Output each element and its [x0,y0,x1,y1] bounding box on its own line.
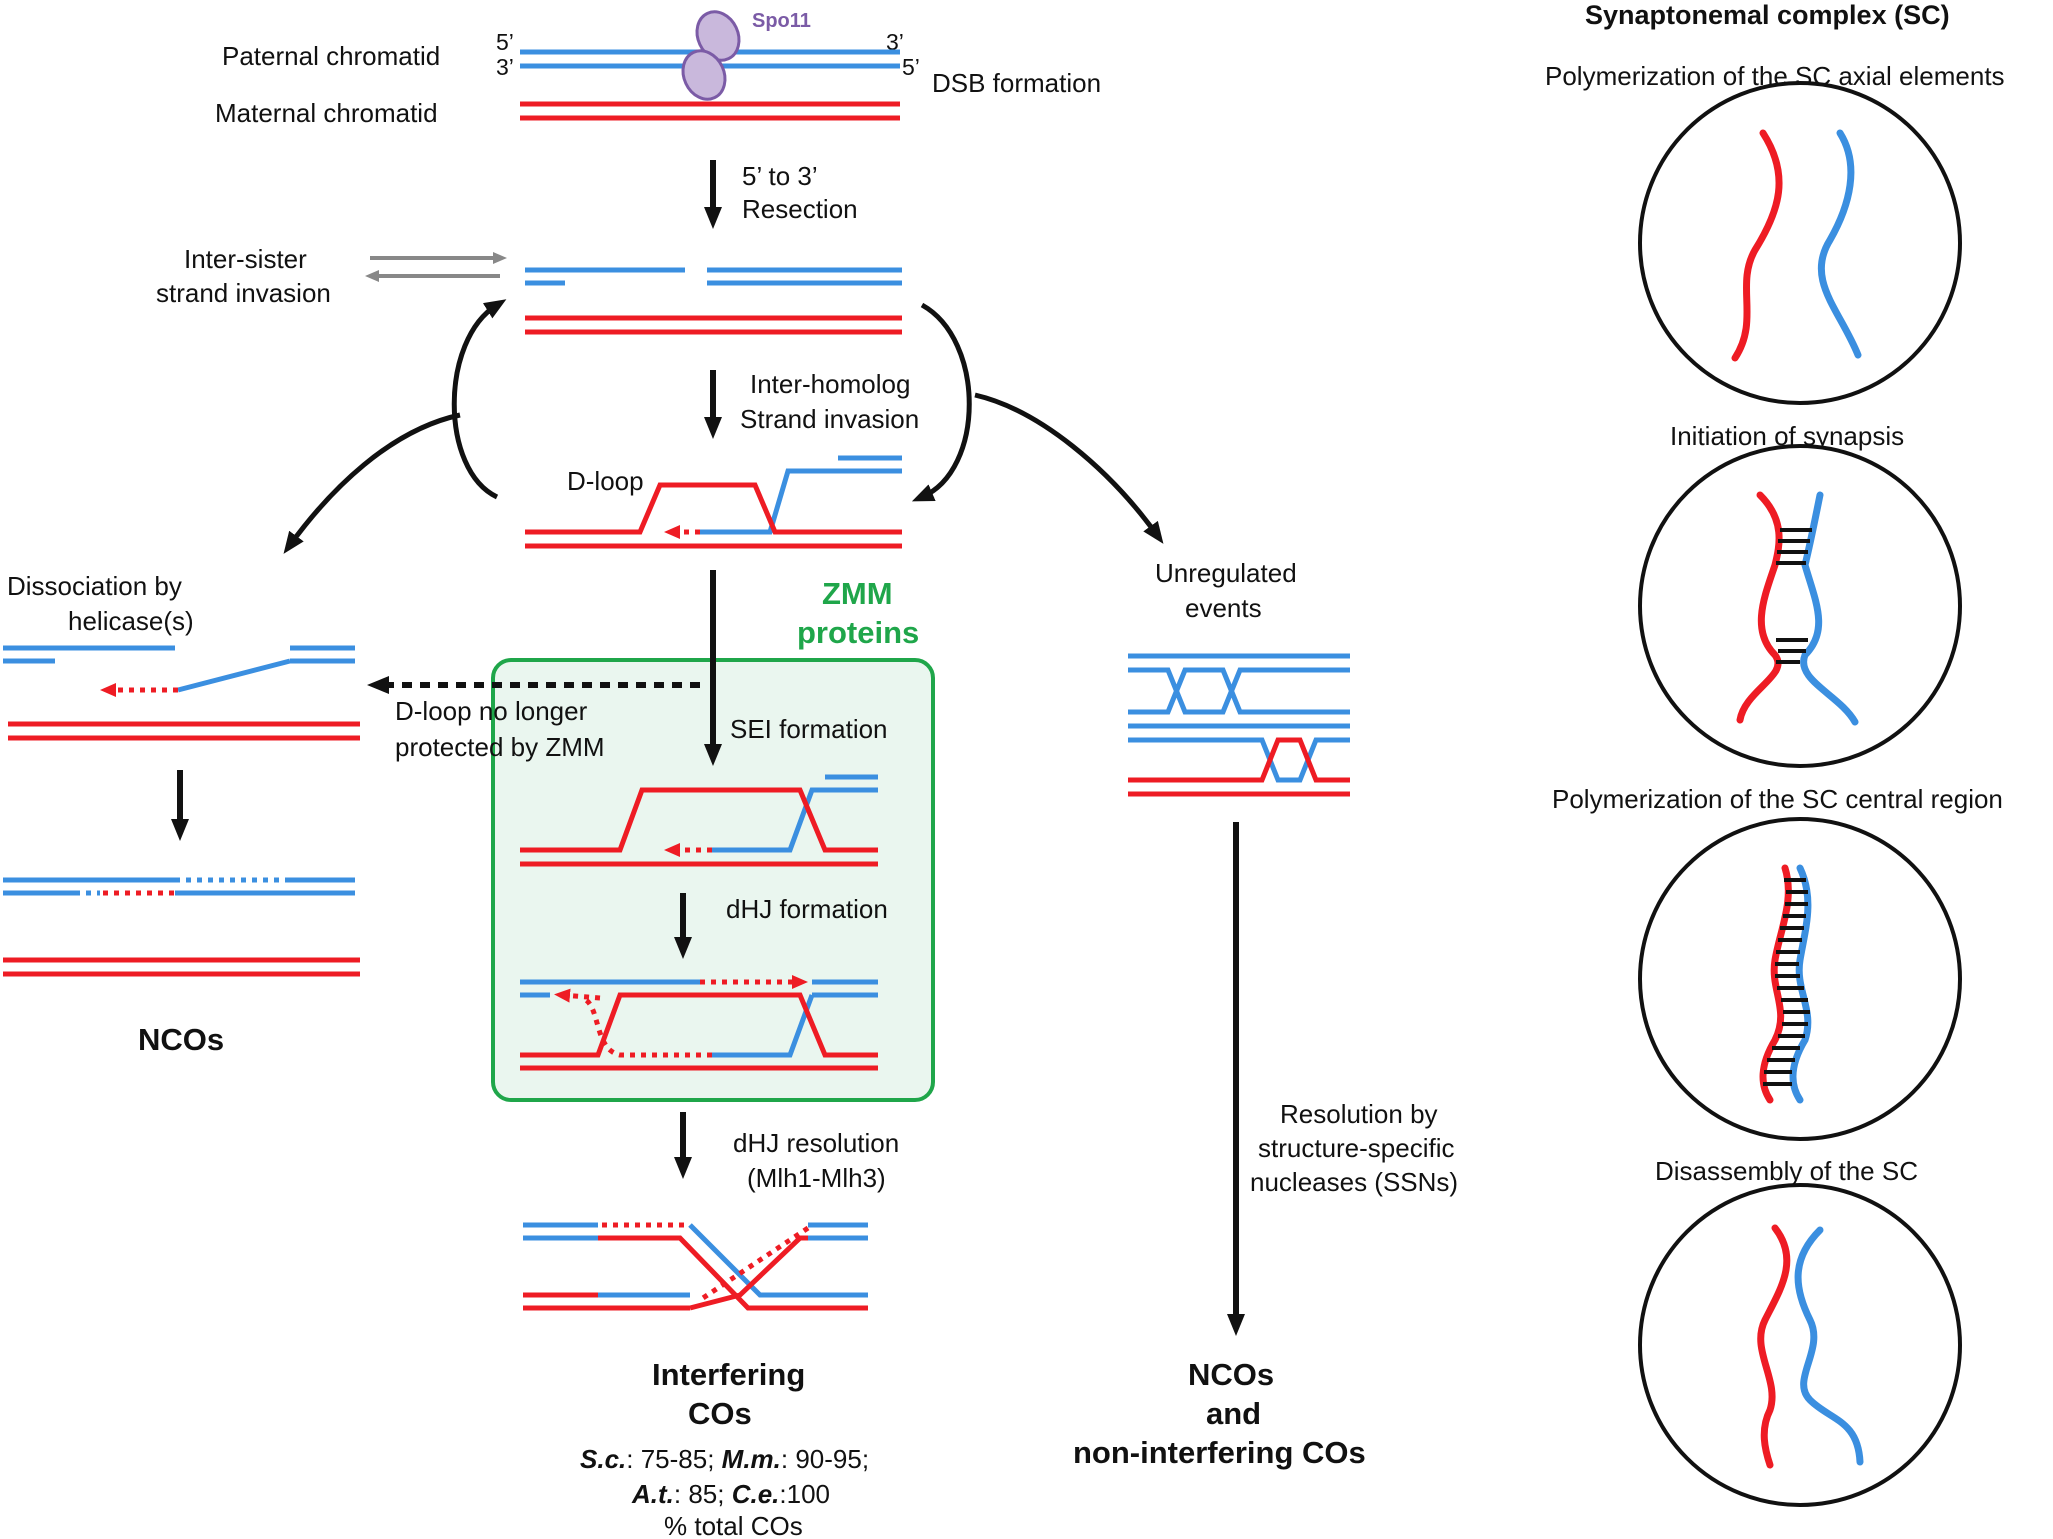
spo11-protein-top [695,10,741,62]
sc-stage-4-maternal [1757,1224,1791,1469]
dhj-label: dHJ formation [726,894,888,924]
dissociation-structure [3,645,360,741]
unregulated-structure [1128,653,1350,797]
dloop-unprotected-label-1: D-loop no longer [395,696,588,726]
inter-homolog-label-1: Inter-homolog [750,369,910,399]
zmm-label-2: proteins [797,615,919,650]
stats-line-1: S.c.: 75-85; M.m.: 90-95; [580,1444,869,1474]
inter-homolog-label-2: Strand invasion [740,404,919,434]
sc-stage-1-paternal [1817,129,1862,359]
sc-stage-3-paternal [1789,864,1812,1104]
arrow-to-dissociation [283,412,461,554]
three-prime-top-right: 3’ [886,29,904,55]
dissociation-label-2: helicase(s) [68,606,194,636]
ssn-label-2: structure-specific [1258,1133,1455,1163]
spo11-protein-bottom [681,49,727,101]
ssn-label-3: nucleases (SSNs) [1250,1167,1458,1197]
three-prime-top-left: 3’ [496,54,514,80]
sc-stage-2-maternal [1736,491,1783,724]
paternal-label: Paternal chromatid [222,41,440,71]
nco-product-left [3,877,360,977]
sc-stage-2-rungs [1776,528,1812,664]
sc-stage-3-maternal [1759,864,1792,1104]
sei-label: SEI formation [730,714,888,744]
ssn-label-1: Resolution by [1280,1099,1438,1129]
ncos-right-label-2: and [1206,1396,1261,1431]
resection-label-2: Resection [742,194,858,224]
sc-stage-3-label: Polymerization of the SC central region [1552,784,2003,814]
sc-title: Synaptonemal complex (SC) [1585,0,1950,30]
curve-arrow-right-down [911,302,972,502]
dissociation-label-1: Dissociation by [7,571,182,601]
sc-stage-2-circle [1638,444,1962,768]
sc-stage-4-paternal [1794,1226,1864,1466]
crossover-product [523,1222,868,1311]
unregulated-label-1: Unregulated [1155,558,1297,588]
sc-stage-3-rungs [1763,878,1810,1086]
sei-structure [520,774,878,867]
sc-stage-1-maternal [1731,129,1783,362]
resected-duplex [525,267,902,335]
interfering-cos-label-2: COs [688,1396,752,1431]
zmm-label-1: ZMM [822,576,893,611]
dhj-structure [520,975,878,1071]
unregulated-label-2: events [1185,593,1262,623]
dloop-structure: D-loop [525,455,902,549]
sc-stage-4-label: Disassembly of the SC [1655,1156,1918,1186]
five-prime-top-left: 5’ [496,29,514,55]
inter-sister-label-2: strand invasion [156,278,331,308]
dhj-resolution-label-2: (Mlh1-Mlh3) [747,1163,886,1193]
resection-label-1: 5’ to 3’ [742,161,818,191]
dloop-label: D-loop [567,466,644,496]
dsb-label: DSB formation [932,68,1101,98]
curve-arrow-left-up [451,299,507,500]
stats-unit: % total COs [664,1511,803,1539]
sc-stage-2-paternal [1800,491,1859,726]
dsb-formation-duplex: Paternal chromatid Maternal chromatid 5’… [215,10,1101,128]
stats-line-2: A.t.: 85; C.e.:100 [631,1479,830,1509]
sc-panel: Synaptonemal complex (SC) Polymerization… [1545,0,2005,1507]
ncos-left-label: NCOs [138,1022,224,1057]
five-prime-top-right: 5’ [902,54,920,80]
inter-sister-label-1: Inter-sister [184,244,307,274]
dhj-resolution-label-1: dHJ resolution [733,1128,899,1158]
spo11-label: Spo11 [752,10,811,32]
sc-stage-4-circle [1638,1183,1962,1507]
maternal-label: Maternal chromatid [215,98,438,128]
ncos-right-label-3: non-interfering COs [1073,1435,1366,1470]
dloop-unprotected-label-2: protected by ZMM [395,732,605,762]
interfering-cos-label-1: Interfering [652,1357,805,1392]
arrow-to-unregulated [974,392,1164,544]
sc-stage-1-circle [1638,81,1962,405]
ncos-right-label-1: NCOs [1188,1357,1274,1392]
